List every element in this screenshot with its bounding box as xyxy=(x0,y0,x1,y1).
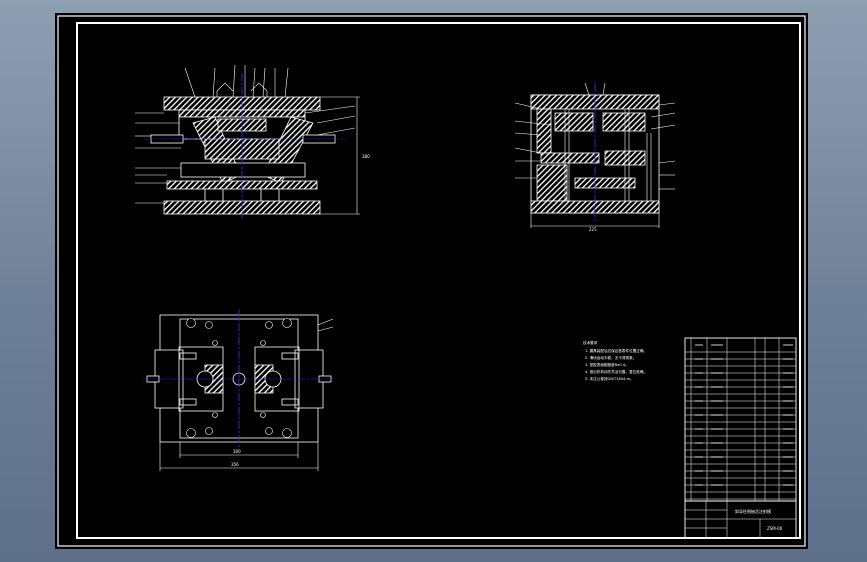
plan-view-dimensions xyxy=(159,318,334,471)
plan-view-dim-inner: 300 xyxy=(233,449,241,454)
side-view-dim-text: 225 xyxy=(589,227,597,232)
front-section-view[interactable] xyxy=(150,96,336,215)
drawing-frame xyxy=(76,22,801,539)
parts-list-marks xyxy=(695,344,793,486)
front-section-details xyxy=(135,64,360,215)
title-block xyxy=(685,500,796,538)
title-block-drawing-no: ZSM-00 xyxy=(767,526,783,531)
notes-line-4: 4. 推出机构动作灵活可靠，复位准确。 xyxy=(585,369,647,374)
plan-view-holes xyxy=(186,318,292,438)
notes-line-2: 2. 滑块运动平稳，无卡滞现象。 xyxy=(585,355,636,360)
cad-drawing: 380 225 xyxy=(57,15,806,547)
plan-view-dim-outer: 356 xyxy=(231,462,239,467)
technical-notes: 技术要求 1. 模具装配后应保证各零件位置正确。 2. 滑块运动平稳，无卡滞现象… xyxy=(583,340,647,381)
parts-list-table xyxy=(684,337,797,539)
side-section-details xyxy=(514,82,676,228)
cad-viewport[interactable]: 380 225 xyxy=(55,13,808,549)
title-block-name: 斜导柱侧抽芯注射模 xyxy=(735,508,771,514)
notes-heading: 技术要求 xyxy=(583,340,598,345)
notes-line-3: 3. 型腔表面粗糙度Ra0.4。 xyxy=(585,362,629,367)
front-view-dim-text: 380 xyxy=(362,154,370,159)
notes-line-1: 1. 模具装配后应保证各零件位置正确。 xyxy=(585,348,647,353)
notes-line-5: 5. 未注公差按GB/T1804-m。 xyxy=(585,376,634,381)
sheet-border xyxy=(57,15,806,547)
